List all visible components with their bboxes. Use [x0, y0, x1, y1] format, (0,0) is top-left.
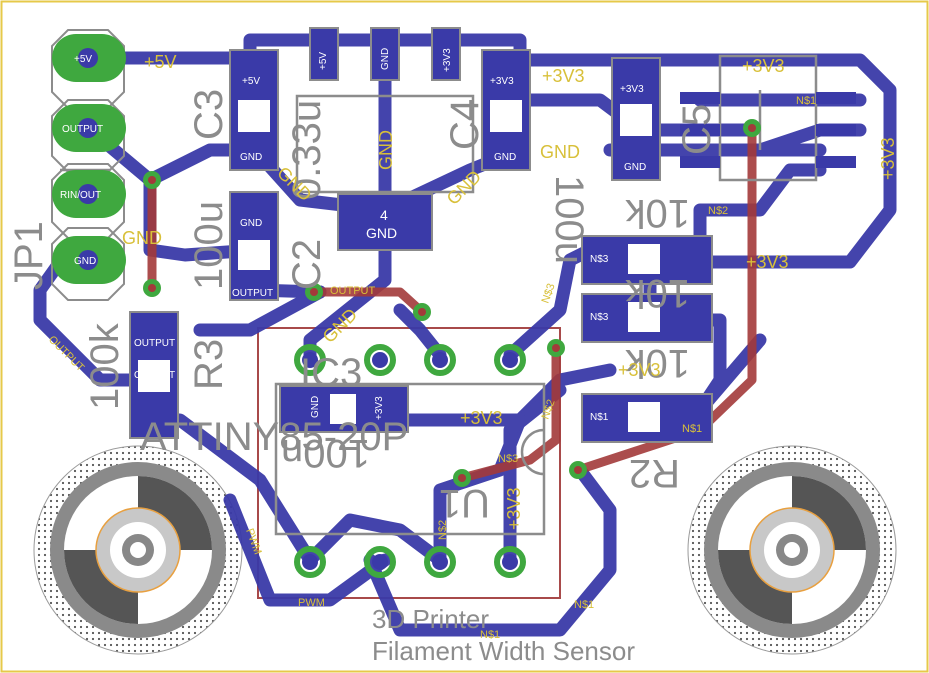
label-r-mid-value: 10k	[625, 271, 690, 315]
reg-tab-number: 4	[380, 207, 388, 223]
mounting-hole-right	[687, 445, 897, 655]
label-r2: R2	[629, 451, 680, 495]
label-r-top-value: 10k	[625, 191, 690, 235]
trace-output-a: OUTPUT	[330, 285, 376, 297]
net-gnd-c4: GND	[540, 142, 580, 162]
net-3v3-pin: +3V3	[504, 487, 524, 530]
reg-pin1-label: +5V	[318, 52, 329, 70]
label-c1-value: 100n	[281, 431, 370, 475]
reg-pin1	[309, 27, 339, 81]
net-5v-top: +5V	[144, 52, 177, 72]
ic3-body	[718, 54, 818, 182]
r3-pin-label-2: OUTPUT	[134, 370, 175, 381]
label-u1-part: ATTINY85-20P	[140, 415, 408, 459]
label-u1: U1	[439, 481, 490, 525]
trace-n1-d: N$1	[574, 599, 594, 611]
reg-tab-label: GND	[366, 225, 397, 241]
label-c2: C2	[285, 239, 329, 290]
label-c4: C4	[443, 99, 487, 150]
r3-pin-label-1: OUTPUT	[134, 338, 175, 349]
trace-n1-a: N$1	[796, 95, 816, 107]
jp1-pin2-label: OUTPUT	[62, 124, 103, 135]
pad-labels: +5V OUTPUT RIN/OUT GND +5V GND +3V3 4 GN…	[60, 48, 646, 423]
jp1-pin1-label: +5V	[74, 54, 92, 65]
c3-pin-label-1: +5V	[242, 76, 260, 87]
vias	[143, 119, 761, 487]
reg-pin2	[370, 27, 400, 81]
reg-pin3	[431, 27, 461, 81]
net-3v3-right: +3V3	[878, 137, 898, 180]
mounting-hole-left	[33, 445, 243, 655]
trace-n3-b: N$3	[498, 453, 518, 465]
net-gnd-left: GND	[122, 228, 162, 248]
label-r3-value: 100k	[83, 322, 127, 410]
label-ic3: IC3	[300, 351, 362, 395]
r-top-label: N$3	[590, 254, 609, 265]
r-bottom-label: N$1	[590, 412, 609, 423]
label-c2-value: 0.33u	[285, 100, 329, 200]
ic3-pins	[680, 92, 856, 168]
title-line-1: 3D Printer	[372, 604, 489, 634]
pad-white-centers	[138, 100, 660, 432]
u1-body	[274, 382, 546, 536]
net-3v3-mid: +3V3	[746, 252, 789, 272]
c1-pin-label-2: +3V3	[374, 396, 385, 420]
board-title: 3D Printer Filament Width Sensor	[372, 604, 635, 666]
label-c5: C5	[675, 104, 719, 155]
c4-pin-label-1: +3V3	[490, 76, 514, 87]
c5-pin-label-2: GND	[624, 162, 646, 173]
designator-labels: C3 100u C2 0.33u C4 100u C5 JP1 100k R3 …	[7, 89, 719, 525]
reg-pin2-label: GND	[380, 48, 391, 70]
trace-n2-a: N$2	[708, 205, 728, 217]
net-3v3-u1: +3V3	[460, 408, 503, 428]
net-3v3-ic3: +3V3	[742, 56, 785, 76]
jp1-header	[51, 29, 126, 301]
label-r-bottom-value: 10k	[625, 341, 690, 385]
label-r3: R3	[187, 339, 231, 390]
c1-pin-label-1: GND	[310, 396, 321, 418]
silkscreen	[60, 54, 818, 536]
c2-pin-label-1: GND	[240, 218, 262, 229]
trace-n2-c: N$2	[437, 520, 449, 540]
trace-pwm-a: PWM	[298, 597, 325, 609]
jp1-pin3-label: RIN/OUT	[60, 190, 101, 201]
reg-tab	[337, 193, 433, 251]
label-jp1: JP1	[7, 221, 51, 290]
u1-pins	[294, 344, 526, 578]
c4-pin-label-2: GND	[494, 152, 516, 163]
label-c3: C3	[187, 89, 231, 140]
net-3v3-r: +3V3	[618, 360, 661, 380]
c2-pin-label-2: OUTPUT	[232, 288, 273, 299]
label-c4-value: 100u	[547, 175, 591, 264]
net-gnd-reg: GND	[376, 130, 396, 170]
jp1-pin4-label: GND	[74, 256, 96, 267]
c3-pin-label-2: GND	[240, 152, 262, 163]
title-line-2: Filament Width Sensor	[372, 636, 635, 666]
trace-n1-b: N$1	[682, 423, 702, 435]
c5-pin-label-1: +3V3	[620, 84, 644, 95]
net-3v3-top: +3V3	[542, 66, 585, 86]
regulator-body	[295, 94, 475, 194]
trace-n3-a: N$3	[540, 282, 558, 305]
reg-pin3-label: +3V3	[442, 48, 453, 72]
label-c3-value: 100u	[187, 201, 231, 290]
trace-n1-c: N$1	[480, 629, 500, 641]
r-mid-label: N$3	[590, 312, 609, 323]
